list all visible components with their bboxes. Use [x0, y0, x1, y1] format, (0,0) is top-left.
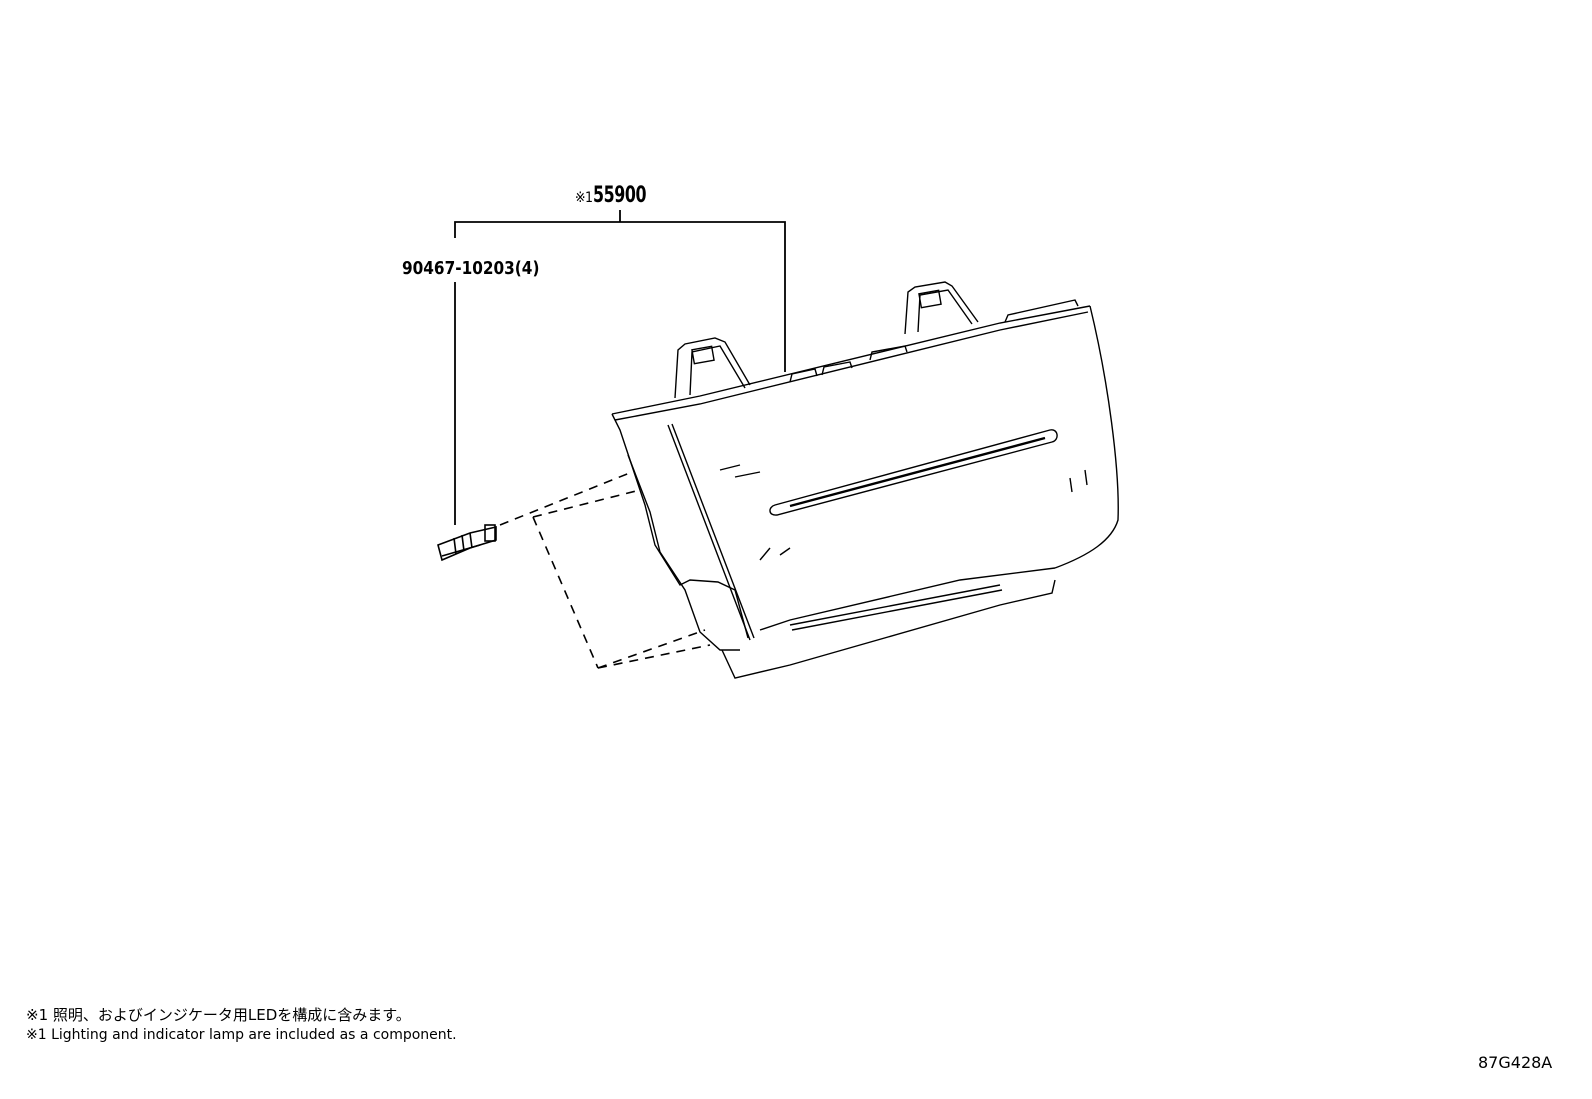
bulb-quantity: (4): [514, 258, 540, 279]
leader-lines: [454, 210, 786, 525]
display-unit-icon: [611, 281, 1119, 679]
assembly-part-number: 55900: [592, 183, 646, 208]
bulb-part-number: 90467-10203: [402, 258, 515, 279]
note-mark: ※1: [575, 190, 593, 206]
bulb-socket-icon: [437, 524, 497, 562]
note-english: ※1 Lighting and indicator lamp are inclu…: [26, 1027, 457, 1043]
assembly-callout: ※155900: [575, 183, 659, 208]
figure-code: 87G428A: [1478, 1053, 1553, 1072]
note-japanese: ※1 照明、およびインジケータ用LEDを構成に含みます。: [26, 1006, 411, 1024]
install-dashed-lines: [499, 471, 711, 669]
bulb-callout: 90467-10203(4): [402, 258, 539, 279]
